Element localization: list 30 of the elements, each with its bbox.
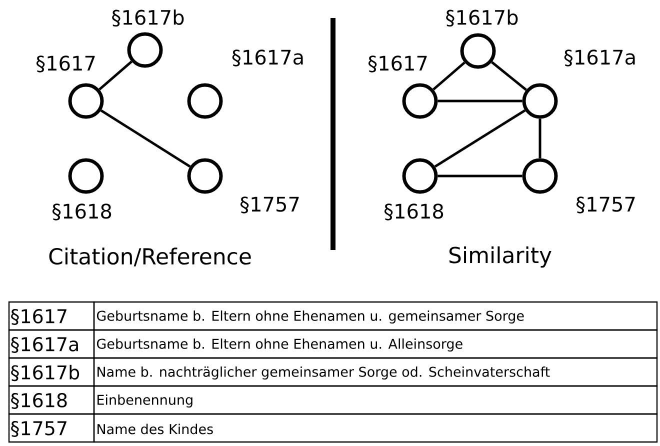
table-cell: §1617b — [8, 357, 95, 387]
node-label: §1617 — [36, 56, 95, 72]
node-label: §1618 — [384, 204, 444, 220]
table-cell: Geburtsname b. Eltern ohne Ehenamen u. gemeinsamer Sorge — [93, 301, 658, 331]
node-label: §1617a — [564, 50, 635, 66]
node-label: §1617a — [232, 50, 303, 66]
node-label: §1617b — [446, 9, 518, 27]
table-cell: Name b. nachträglicher gemeinsamer Sorge od. Scheinvaterschaft — [93, 357, 658, 387]
edge — [98, 60, 132, 90]
node-label: §1617 — [368, 56, 427, 72]
edge — [538, 118, 542, 158]
table-cell: §1617 — [8, 301, 95, 331]
node-label: §1757 — [240, 196, 299, 214]
table-cell: §1617a — [8, 329, 95, 359]
edge — [100, 109, 191, 168]
edge — [491, 61, 527, 91]
node-label: §1617b — [112, 9, 184, 27]
table-cell: Einbenennung — [93, 385, 658, 415]
edge — [438, 174, 522, 178]
edge — [432, 62, 466, 90]
edge — [434, 109, 526, 168]
table-cell: Name des Kindes — [93, 413, 658, 443]
node-label: §1618 — [52, 204, 112, 220]
table-cell: §1618 — [8, 385, 95, 415]
caption: Citation/Reference — [49, 248, 251, 266]
table-cell: Geburtsname b. Eltern ohne Ehenamen u. Alleinsorge — [93, 329, 658, 359]
edge — [438, 100, 522, 102]
table-cell: §1757 — [8, 413, 95, 443]
caption: Similarity — [449, 246, 552, 268]
node-label: §1757 — [576, 196, 635, 214]
